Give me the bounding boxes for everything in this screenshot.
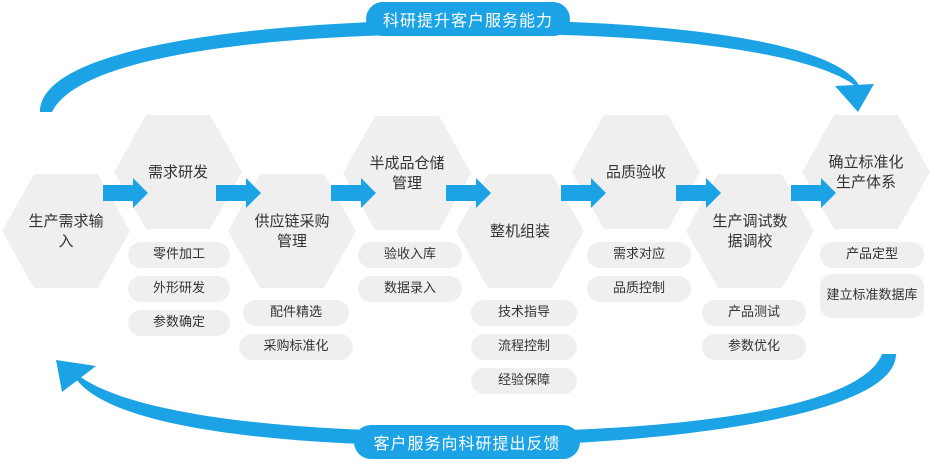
step-3-title: 供应链采购管理 bbox=[254, 212, 330, 250]
step-7-item-1: 产品测试 bbox=[702, 300, 806, 326]
step-5-title: 整机组装 bbox=[489, 222, 550, 240]
bottom-banner: 客户服务向科研提出反馈 bbox=[354, 425, 580, 459]
step-4-item-1: 验收入库 bbox=[358, 242, 462, 268]
step-4-item-2: 数据录入 bbox=[358, 276, 462, 302]
flow-arrow-4 bbox=[446, 178, 491, 208]
flow-arrow-6 bbox=[676, 178, 721, 208]
flow-arrow-2 bbox=[216, 178, 261, 208]
flow-arrow-7 bbox=[791, 178, 836, 208]
top-arrow-head bbox=[835, 84, 874, 112]
step-2-item-1: 零件加工 bbox=[128, 242, 230, 268]
flow-arrow-3 bbox=[331, 178, 376, 208]
flow-arrow-5 bbox=[561, 178, 606, 208]
step-6-item-1: 需求对应 bbox=[587, 242, 691, 268]
step-5-item-3: 经验保障 bbox=[471, 368, 577, 394]
step-8-item-2: 建立标准数据库 bbox=[820, 274, 924, 318]
top-cycle-arrow bbox=[40, 20, 862, 112]
step-5-item-2: 流程控制 bbox=[471, 334, 577, 360]
step-6-item-2: 品质控制 bbox=[587, 276, 691, 302]
hexagon-step-4 bbox=[343, 116, 471, 230]
hexagon-step-7 bbox=[686, 174, 814, 288]
step-4-title: 半成品仓储管理 bbox=[369, 154, 445, 192]
step-5-item-1: 技术指导 bbox=[471, 300, 577, 326]
hexagon-step-8 bbox=[802, 115, 930, 229]
step-1-title: 生产需求输入 bbox=[28, 212, 104, 250]
bottom-cycle-arrow bbox=[70, 354, 896, 446]
hexagon-step-3 bbox=[228, 174, 356, 288]
hexagon-step-2 bbox=[114, 115, 242, 229]
step-2-item-2: 外形研发 bbox=[128, 276, 230, 302]
step-7-title: 生产调试数据调校 bbox=[712, 212, 788, 250]
step-3-item-1: 配件精选 bbox=[243, 300, 349, 326]
step-3-item-2: 采购标准化 bbox=[239, 334, 353, 360]
step-8-item-1: 产品定型 bbox=[820, 242, 924, 268]
step-2-item-3: 参数确定 bbox=[128, 310, 230, 336]
bottom-arrow-head bbox=[56, 360, 96, 392]
hexagon-step-6 bbox=[572, 115, 700, 229]
hexagon-step-5 bbox=[456, 174, 584, 288]
flow-arrow-1 bbox=[103, 178, 148, 208]
step-6-title: 品质验收 bbox=[605, 163, 666, 181]
hexagon-step-1 bbox=[2, 174, 130, 288]
step-2-title: 需求研发 bbox=[147, 163, 208, 181]
top-banner: 科研提升客户服务能力 bbox=[366, 2, 570, 36]
step-7-item-2: 参数优化 bbox=[702, 334, 806, 360]
step-8-title: 确立标准化生产体系 bbox=[828, 153, 904, 191]
